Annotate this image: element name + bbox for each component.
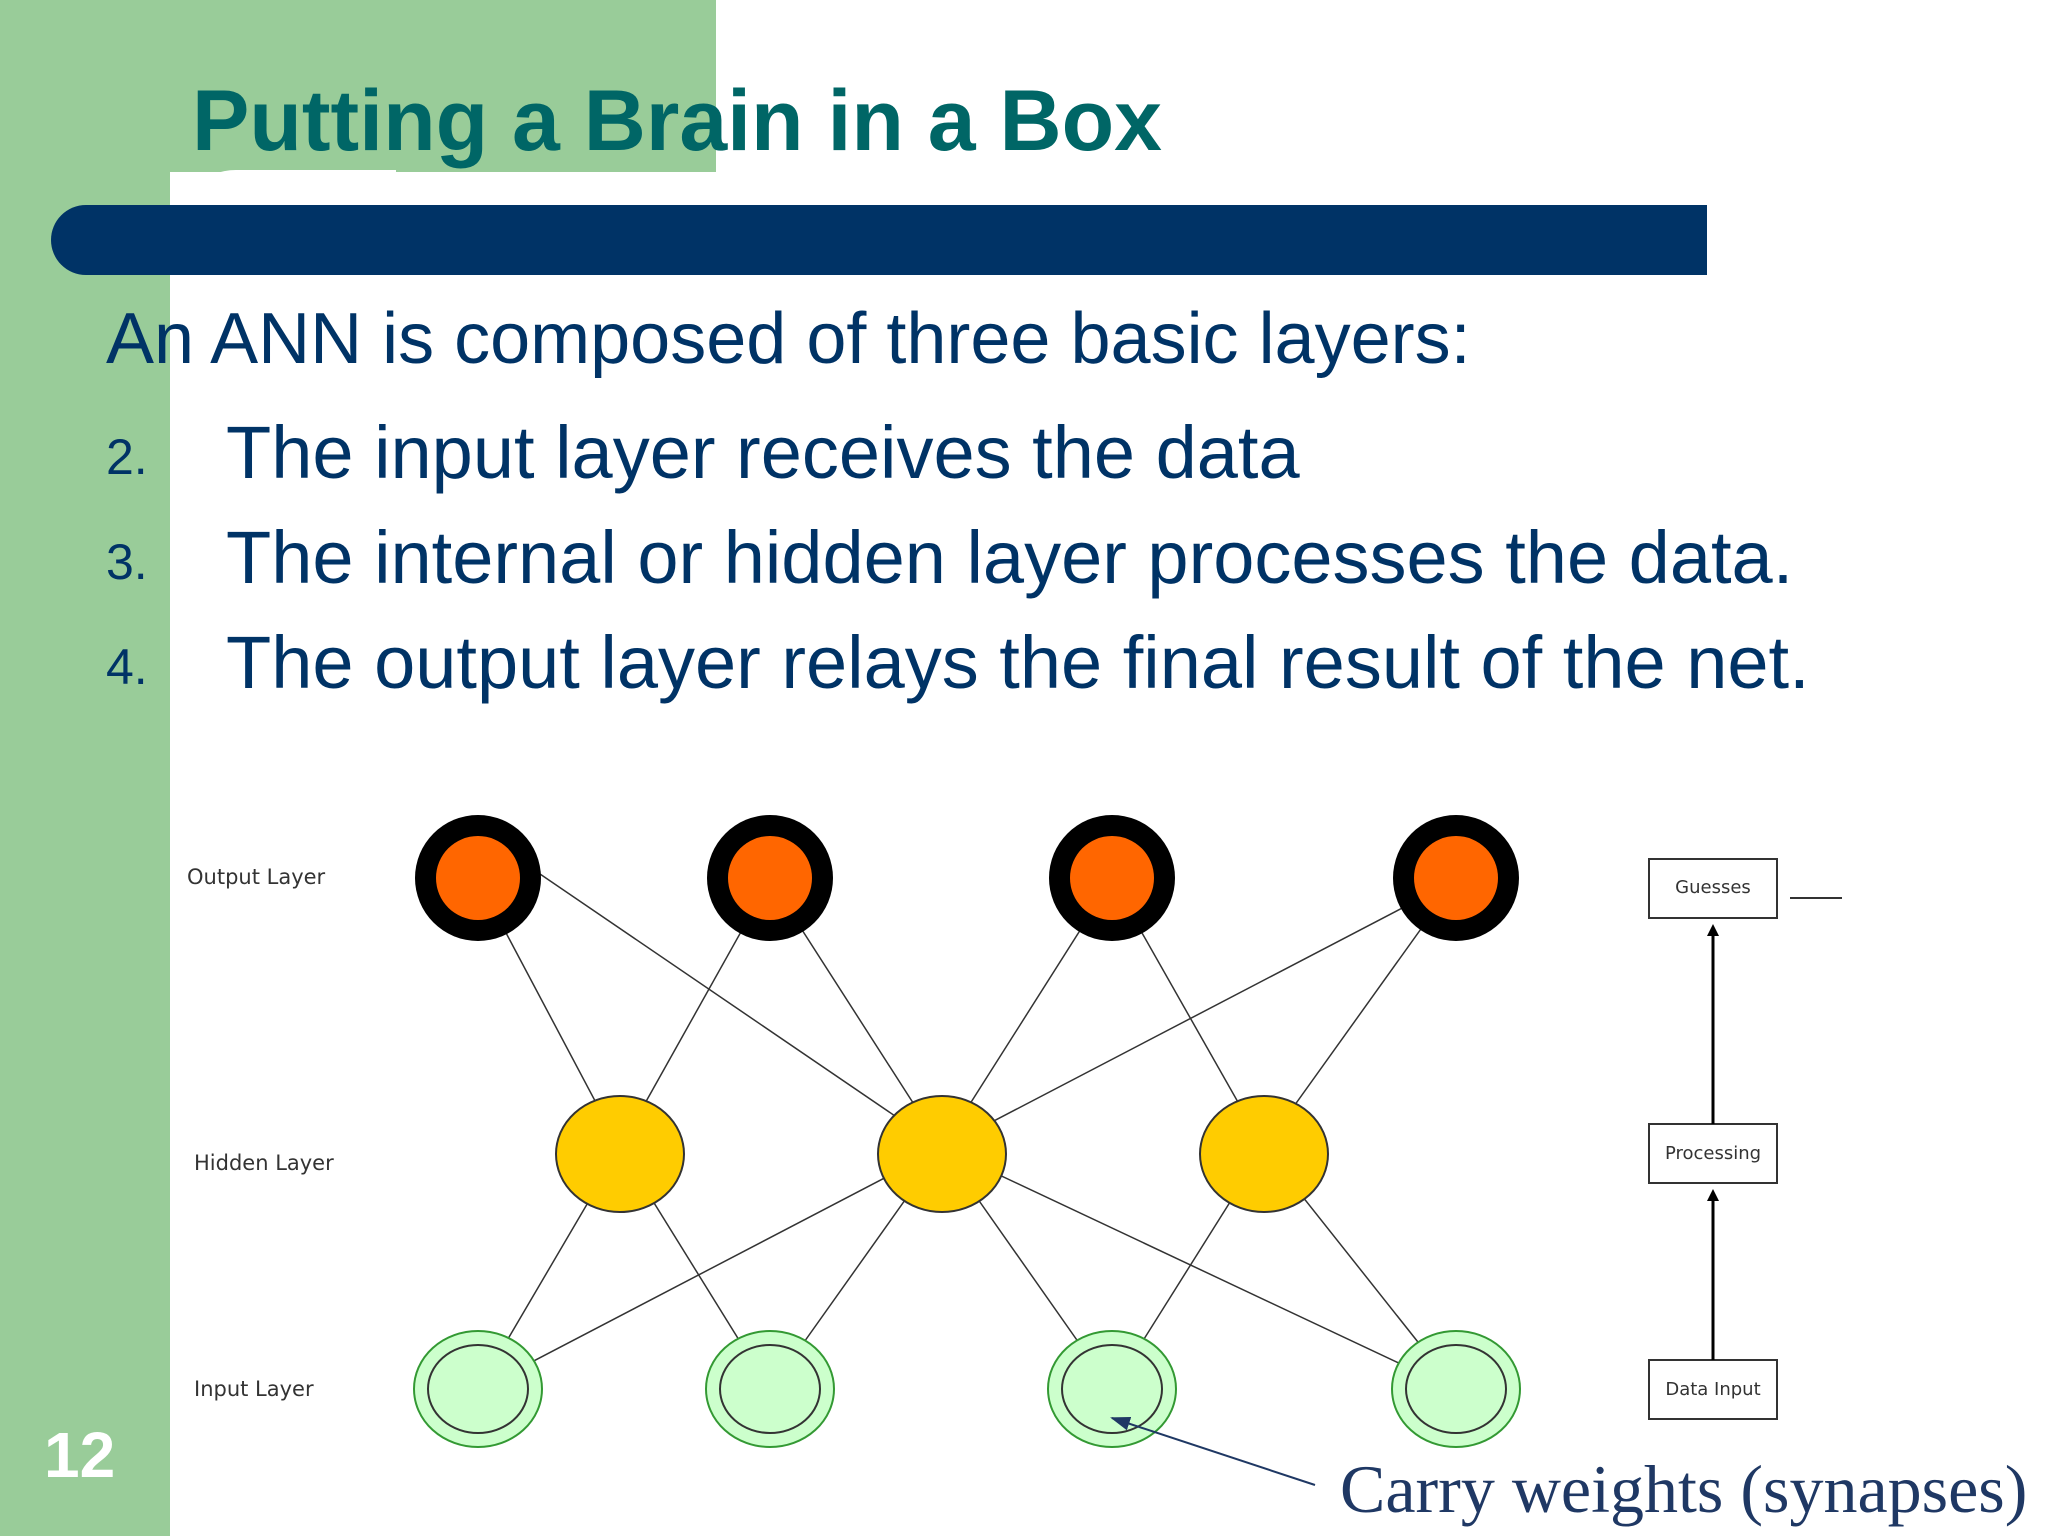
processing-label: Processing	[1665, 1143, 1761, 1164]
hidden-layer-nodes	[555, 1095, 1329, 1213]
list-number: 3.	[106, 534, 148, 590]
title-underline-bar	[51, 205, 1707, 275]
connection-line	[477, 1147, 943, 1391]
connection-line	[941, 879, 1457, 1149]
output-node	[1049, 815, 1175, 941]
list-text: The internal or hidden layer processes t…	[226, 516, 1794, 599]
list-text: The output layer relays the final result…	[226, 621, 1810, 704]
guesses-label: Guesses	[1675, 877, 1751, 898]
output-node	[707, 815, 833, 941]
weights-caption: Carry weights (synapses)	[1340, 1451, 2028, 1527]
flow-chart: Guesses Processing Data Input	[1648, 858, 1842, 1420]
hidden-node	[877, 1095, 1007, 1213]
data-input-label: Data Input	[1665, 1379, 1760, 1400]
connection-line	[539, 873, 943, 1149]
output-layer-nodes	[415, 815, 1519, 941]
list-number: 4.	[106, 639, 148, 695]
input-layer-label: Input Layer	[194, 1377, 314, 1401]
page-number: 12	[44, 1419, 116, 1491]
input-node	[413, 1330, 543, 1448]
slide-title: Putting a Brain in a Box	[192, 73, 1162, 169]
output-node	[415, 815, 541, 941]
output-node	[1393, 815, 1519, 941]
connection-line	[941, 1147, 1457, 1391]
list-number: 2.	[106, 429, 148, 485]
input-node	[1047, 1330, 1177, 1448]
input-layer-nodes	[413, 1330, 1521, 1448]
guesses-box	[1648, 858, 1778, 919]
hidden-node	[1199, 1095, 1329, 1213]
hidden-node	[555, 1095, 685, 1213]
input-node	[1391, 1330, 1521, 1448]
processing-box	[1648, 1123, 1778, 1184]
caption-arrow	[1110, 1416, 1316, 1486]
list-text: The input layer receives the data	[226, 411, 1300, 494]
intro-text: An ANN is composed of three basic layers…	[106, 299, 1471, 379]
output-layer-label: Output Layer	[187, 865, 326, 889]
input-node	[705, 1330, 835, 1448]
hidden-layer-label: Hidden Layer	[194, 1151, 334, 1175]
